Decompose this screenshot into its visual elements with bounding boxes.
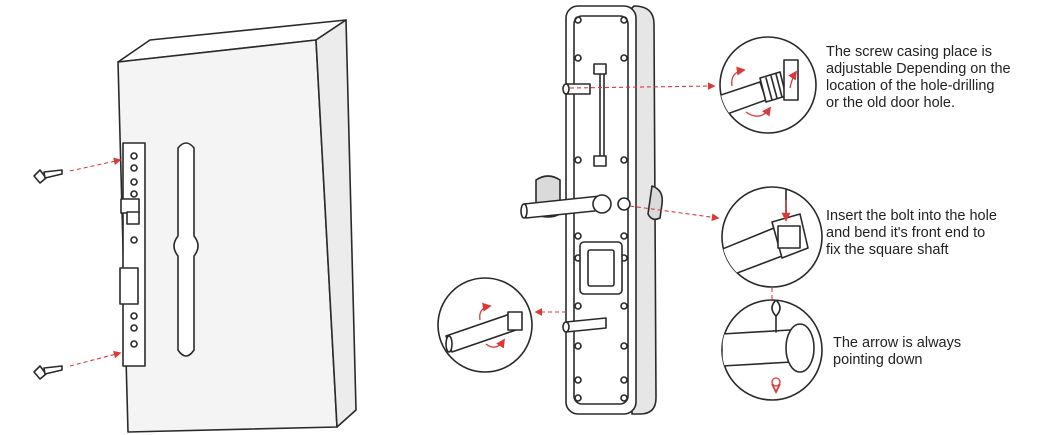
detail-circle-screw-casing bbox=[719, 36, 817, 134]
door-panel bbox=[117, 19, 357, 433]
callout-line: pointing down bbox=[833, 352, 923, 368]
callout-line: and bend it's front end to bbox=[826, 225, 986, 241]
callout-arrow-down: The arrow is always pointing down bbox=[833, 335, 961, 369]
callout-line: The screw casing place is bbox=[826, 44, 993, 60]
callout-insert-bolt: Insert the bolt into the hole and bend i… bbox=[826, 208, 997, 259]
detail-circle-bolt bbox=[721, 186, 823, 288]
callout-screw-casing: The screw casing place is adjustable Dep… bbox=[826, 44, 1011, 112]
rotate-arrow-icon bbox=[479, 66, 798, 395]
leader-lines bbox=[69, 82, 773, 367]
lock-back-plate bbox=[520, 5, 664, 415]
screw-icon bbox=[33, 169, 63, 184]
callout-line: location of the hole-drilling bbox=[826, 78, 995, 94]
callout-line: Insert the bolt into the hole bbox=[826, 208, 997, 224]
callout-line: The arrow is always bbox=[833, 335, 962, 351]
detail-circle-lower-screw bbox=[437, 277, 533, 373]
callout-line: adjustable Depending on the bbox=[826, 61, 1011, 77]
screw-icon bbox=[33, 365, 63, 380]
callout-line: or the old door hole. bbox=[826, 95, 955, 111]
detail-circle-arrow-direction bbox=[721, 299, 823, 401]
callout-line: fix the square shaft bbox=[826, 242, 949, 258]
